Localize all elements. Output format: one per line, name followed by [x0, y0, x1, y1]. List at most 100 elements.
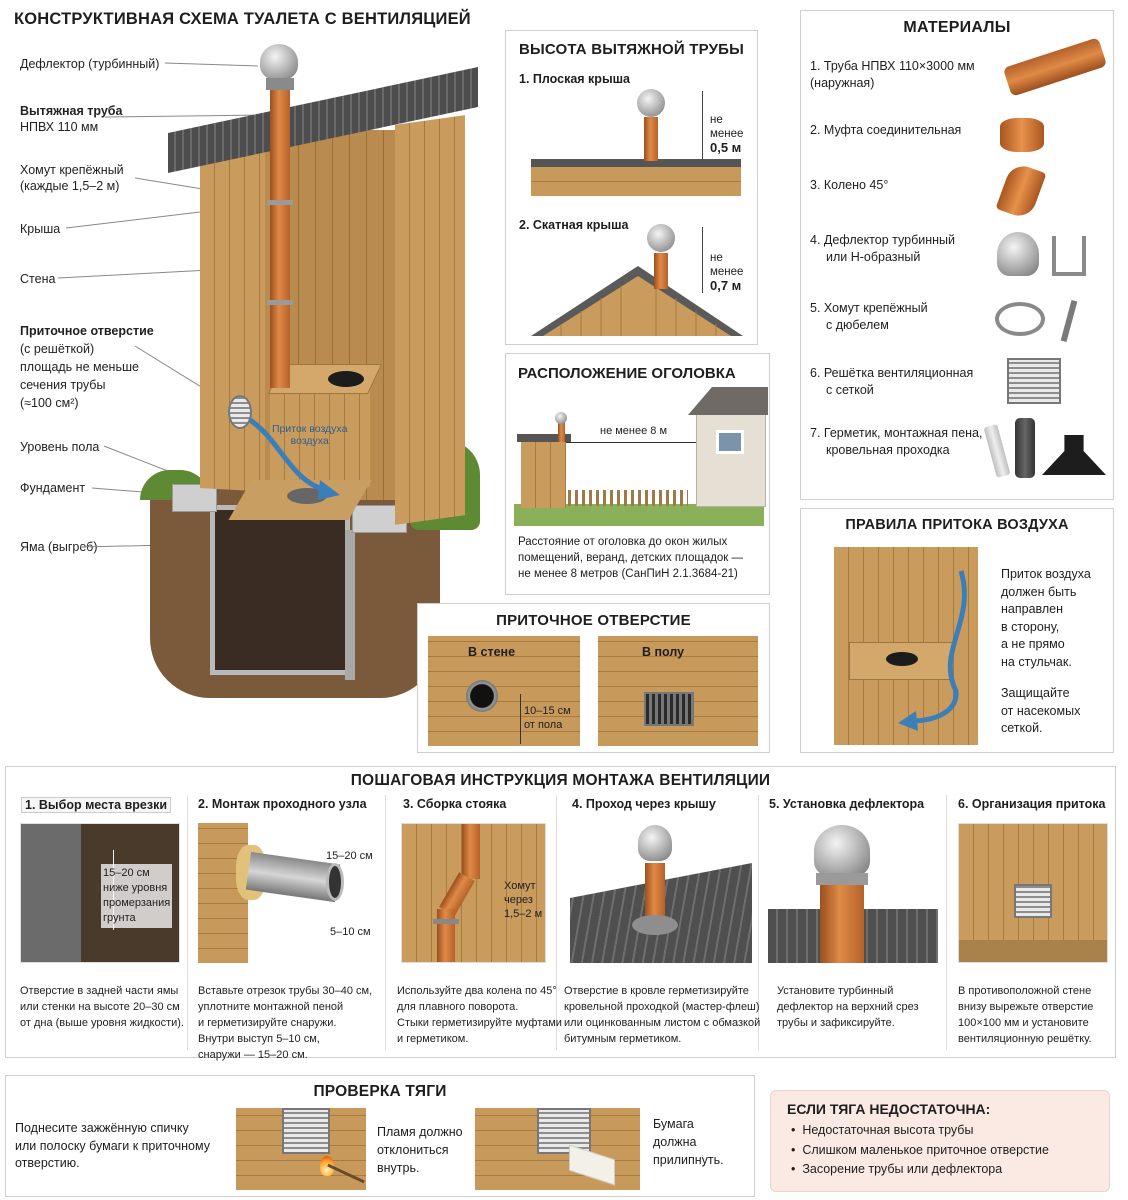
- step-1-image: 15–20 см ниже уровня промерзания грунта: [20, 823, 180, 963]
- flat-deflector-icon: [637, 89, 665, 117]
- airrules-text-l6: на стульчак.: [1001, 654, 1072, 669]
- step-4-l1: Отверстие в кровле герметизируйте: [564, 985, 749, 997]
- location-title: РАСПОЛОЖЕНИЕ ОГОЛОВКА: [518, 365, 736, 382]
- location-deflector-icon: [555, 412, 567, 424]
- materials-title: МАТЕРИАЛЫ: [903, 19, 1011, 36]
- weak-item-1-text: Недостаточная высота трубы: [802, 1123, 974, 1137]
- step-5-l3: трубы и зафиксируйте.: [777, 1017, 895, 1029]
- pitched-roof: [531, 266, 743, 336]
- step-1-l1: Отверстие в задней части ямы: [20, 985, 179, 997]
- inlet-dim-line: [520, 694, 521, 744]
- step-5-image: [768, 823, 938, 963]
- draft-text-l2: или полоску бумаги к приточному: [15, 1138, 210, 1153]
- location-fence: [568, 490, 688, 506]
- step-5-deflector-icon: [814, 825, 870, 877]
- weak-item-2-text: Слишком маленькое приточное отверстие: [802, 1143, 1049, 1157]
- step-1-wall: [21, 824, 81, 962]
- label-inlet-l2: площадь не меньше: [20, 360, 139, 374]
- airrules-title: ПРАВИЛА ПРИТОКА ВОЗДУХА: [845, 517, 1069, 533]
- flat-dim-l2: 0,5 м: [710, 140, 742, 155]
- location-note-l2: помещений, веранд, детских площадок —: [518, 552, 744, 564]
- material-item-1-l1: 1. Труба НПВХ 110×3000 мм: [810, 59, 975, 73]
- location-panel: РАСПОЛОЖЕНИЕ ОГОЛОВКА не менее 8 м Расст…: [505, 353, 770, 595]
- step-3-text: Используйте два колена по 45° для плавно…: [397, 983, 562, 1047]
- inlet-wall-hole: [466, 680, 498, 712]
- material-item-6-l2: с сеткой: [826, 383, 874, 397]
- foam-icon: [1015, 418, 1035, 478]
- step-2-dim-1: 15–20 см: [326, 850, 373, 862]
- step-1-dim-2: ниже уровня: [103, 882, 168, 894]
- flat-roof: [531, 166, 741, 196]
- step-2-dim-2: 5–10 см: [330, 926, 371, 938]
- step-1-l2: или стенки на высоте 20–30 см: [20, 1001, 180, 1013]
- materials-panel: МАТЕРИАЛЫ: [800, 10, 1114, 500]
- step-2-pipe-end: [326, 863, 344, 901]
- step-3-l1: Используйте два колена по 45°: [397, 985, 557, 997]
- draft-flame-l1: Пламя должно: [377, 1125, 463, 1139]
- exhaust-pipe: [270, 88, 290, 388]
- draft-grille-1-icon: [282, 1108, 330, 1154]
- airflow-label-l1: Приток воздуха: [272, 423, 348, 435]
- material-item-7: 7. Герметик, монтажная пена,кровельная п…: [810, 425, 982, 459]
- label-clamp-title: Хомут крепёжный: [20, 163, 124, 177]
- step-3-pipe-bottom: [437, 909, 455, 962]
- material-item-4-l1: 4. Дефлектор турбинный: [810, 233, 955, 247]
- match-icon: [327, 1163, 365, 1184]
- material-item-5-l2: с дюбелем: [826, 318, 889, 332]
- location-ground: [514, 504, 764, 526]
- airrules-text-l3: направлен: [1001, 602, 1064, 616]
- location-note-l1: Расстояние от оголовка до окон жилых: [518, 536, 728, 548]
- material-item-6-l1: 6. Решётка вентиляционная: [810, 366, 974, 380]
- airflow-label: Приток воздуха воздуха: [272, 423, 347, 447]
- airrules-text-l2: должен быть: [1001, 584, 1077, 599]
- airrules-seat-hole: [886, 652, 918, 666]
- step-4-text: Отверстие в кровле герметизируйте кровел…: [564, 983, 760, 1047]
- step-6-l1: В противоположной стене: [958, 985, 1092, 997]
- airrules-panel: ПРАВИЛА ПРИТОКА ВОЗДУХА Приток воздуха д…: [800, 508, 1114, 753]
- inlet-wall-label: В стене: [468, 645, 516, 659]
- inlet-dim-l2: от пола: [524, 719, 563, 731]
- step-2-title: 2. Монтаж проходного узла: [198, 797, 367, 811]
- step-3-clamp: [433, 919, 459, 924]
- label-inlet-l4: (≈100 см²): [20, 396, 79, 410]
- draft-flame-text: Пламя должно отклониться внутрь.: [377, 1123, 463, 1177]
- step-3-pipe-top: [462, 824, 480, 879]
- material-item-3-l1: 3. Колено 45°: [810, 178, 889, 192]
- step-3-dim-1: Хомут: [504, 880, 536, 892]
- label-foundation: Фундамент: [20, 481, 86, 495]
- step-4-deflector-icon: [638, 825, 672, 861]
- draft-flame-image: [236, 1108, 366, 1190]
- toilet-seat-box: [270, 382, 370, 487]
- label-deflector: Дефлектор (турбинный): [20, 57, 160, 71]
- step-separator-5: [946, 795, 947, 1050]
- pitched-pipe: [654, 253, 668, 289]
- weak-draft-panel: ЕСЛИ ТЯГА НЕДОСТАТОЧНА: • Недостаточная …: [770, 1090, 1110, 1192]
- airrules-text-l1: Приток воздуха: [1001, 567, 1091, 581]
- airflow-arrow-icon: [248, 417, 340, 500]
- location-toilet-roof: [517, 434, 571, 442]
- deflector-icon: [260, 44, 298, 80]
- flat-dim-l1: не менее: [710, 114, 744, 140]
- house-right-wall: [395, 115, 465, 525]
- inlet-wall-image: [428, 636, 580, 746]
- label-roof: Крыша: [20, 222, 61, 236]
- pitched-deflector-icon: [647, 224, 675, 252]
- pipe-clamp-2: [267, 300, 293, 305]
- material-item-2-l1: 2. Муфта соединительная: [810, 123, 962, 137]
- step-4-l2: кровельной проходкой (мастер-флеш): [564, 1001, 760, 1013]
- draft-paper-l1: Бумага: [653, 1117, 694, 1131]
- draft-flame-l2: отклониться: [377, 1143, 449, 1157]
- step-2-image: 15–20 см 5–10 см: [198, 823, 378, 963]
- label-clamp-sub: (каждые 1,5–2 м): [20, 179, 120, 193]
- label-pit: Яма (выгреб): [20, 540, 98, 554]
- inlet-panel: ПРИТОЧНОЕ ОТВЕРСТИЕ В стене 10–15 см от …: [417, 603, 770, 753]
- flat-dim-text: не менее 0,5 м: [710, 113, 757, 156]
- step-2-l4: Внутри выступ 5–10 см,: [198, 1033, 320, 1045]
- airrules-text-l5: а не прямо: [1001, 637, 1065, 651]
- step-6-title: 6. Организация притока: [958, 797, 1106, 811]
- material-item-1-l2: (наружная): [810, 76, 875, 90]
- coupling-icon: [1000, 118, 1044, 152]
- vent-grille-icon: [1007, 358, 1061, 404]
- step-3-dim-3: 1,5–2 м: [504, 908, 543, 920]
